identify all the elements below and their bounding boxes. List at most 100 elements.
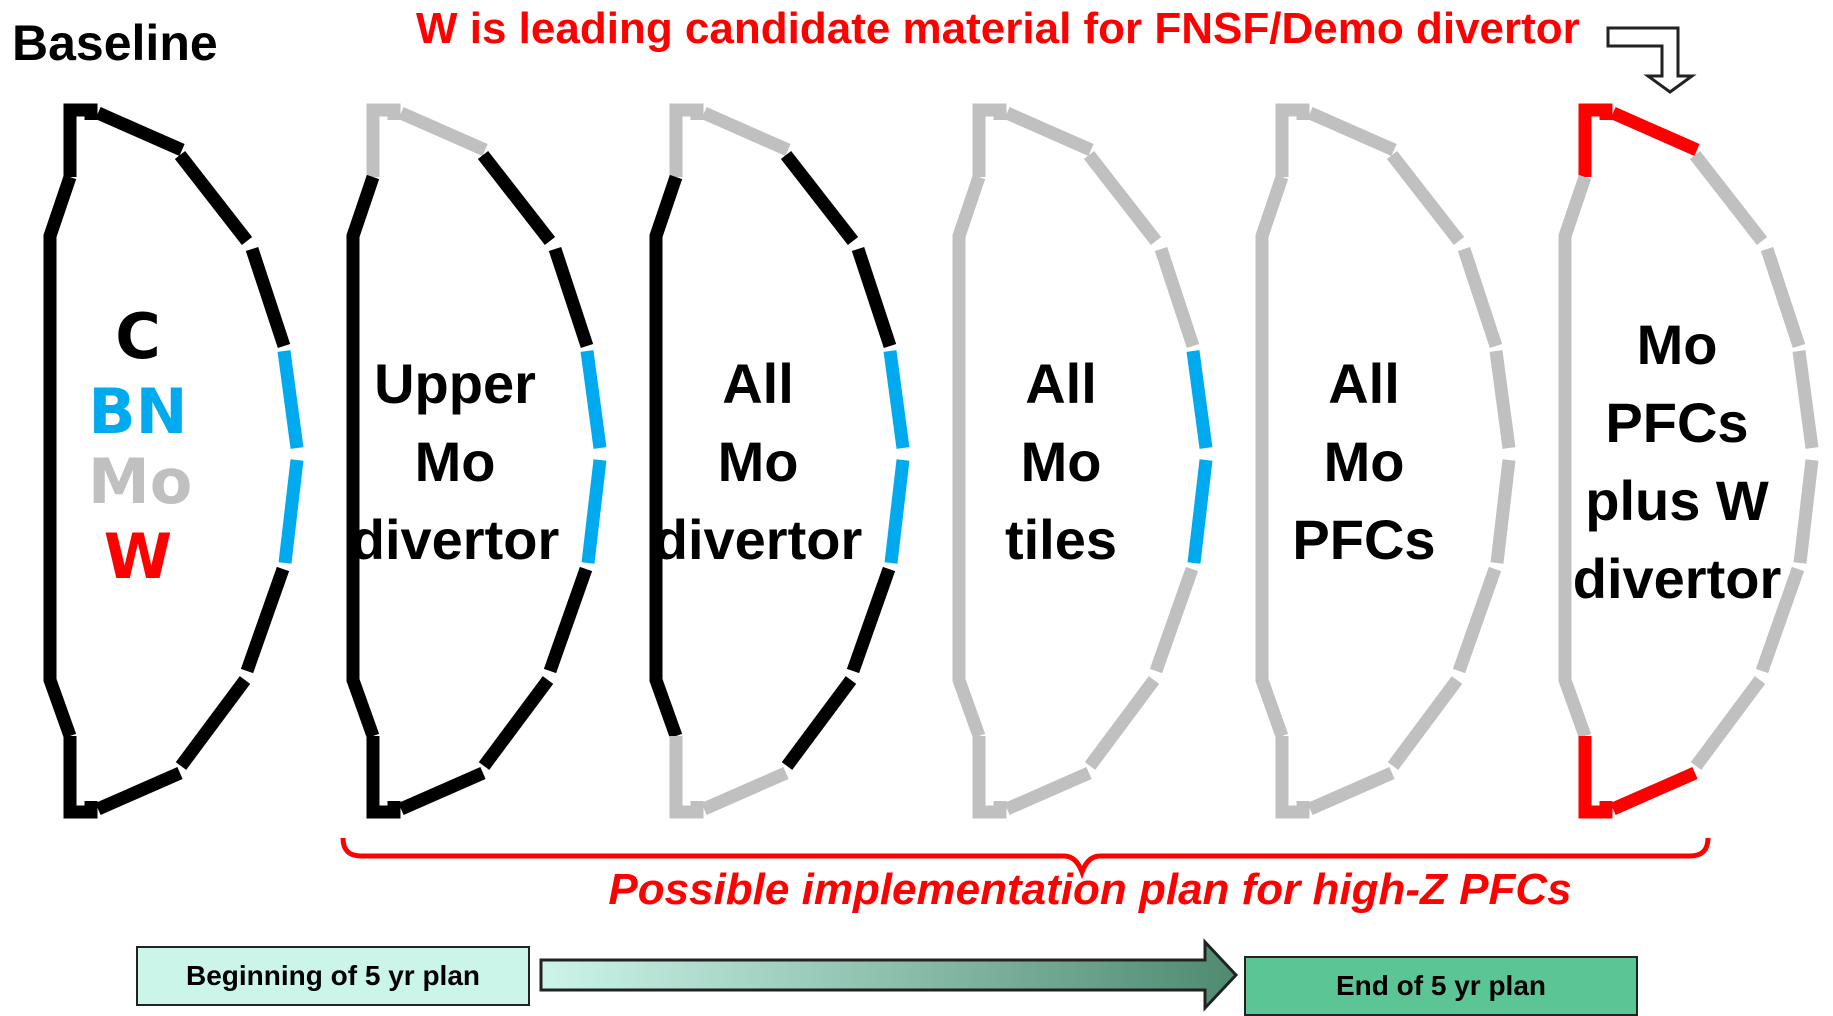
label-line: tiles [1004,508,1118,571]
wall-segment-outer-upper [548,246,594,349]
wall-segment-lower-divertor [1610,767,1698,815]
label-line: divertor [1572,547,1782,610]
timeline-end-box: End of 5 yr plan [1244,956,1638,1016]
wall-segment-outer-lower [1452,566,1502,674]
wall-segment-outer-lower [543,566,593,674]
wall-segment-upper-divertor [1578,103,1613,177]
stage-1 [43,103,304,819]
wall-segment-outer-mid [1792,350,1819,449]
headline: W is leading candidate material for FNSF… [416,4,1580,53]
legend-bn: BN [88,375,188,448]
wall-segment-lower-divertor [1275,736,1310,819]
label-line: Mo [717,430,799,493]
wall-segment-outer-mid [1793,459,1819,564]
wall-segment-outer-mid [277,350,304,449]
stage-label-all-mo-divertor: All Mo divertor [648,345,868,579]
wall-segment-lower-divertor [95,767,183,815]
wall-segment-outer-lower [478,676,554,770]
page-title: Baseline [12,15,218,71]
wall-segment-lower-divertor [63,736,98,819]
wall-segment-outer-mid [1186,350,1213,449]
wall-segment-upper-divertor [1004,107,1094,156]
label-line: Mo [414,430,496,493]
wall-segment-lower-divertor [1004,767,1092,815]
wall-segment-upper-divertor [1275,103,1310,177]
wall-segment-upper-divertor [398,107,488,156]
legend-mo: Mo [88,445,193,518]
wall-segment-outer-lower [1755,566,1805,674]
timeline-start-box: Beginning of 5 yr plan [136,946,530,1006]
stage-cross-sections [43,103,1819,819]
label-line: Mo [1020,430,1102,493]
wall-segment-center-column [346,174,380,739]
label-line: Upper [374,352,536,415]
timeline-end-label: End of 5 yr plan [1335,970,1547,1001]
wall-segment-outer-upper [477,151,556,245]
wall-segment-outer-mid [1490,459,1516,564]
wall-segment-outer-upper [851,246,897,349]
legend-c: C [115,300,161,373]
wall-segment-upper-divertor [669,103,704,177]
wall-segment-upper-divertor [972,103,1007,177]
wall-segment-outer-mid [883,350,910,449]
wall-segment-lower-divertor [701,767,789,815]
wall-segment-outer-mid [1489,350,1516,449]
stage-4 [952,103,1213,819]
wall-segment-outer-lower [175,676,251,770]
wall-segment-outer-mid [278,459,304,564]
wall-segment-upper-divertor [63,103,98,177]
label-line: PFCs [1292,508,1436,571]
wall-segment-outer-upper [1689,151,1768,245]
wall-segment-outer-lower [1084,676,1160,770]
label-line: plus W [1585,469,1769,532]
wall-segment-center-column [1558,174,1592,739]
wall-segment-outer-upper [174,151,253,245]
wall-segment-outer-mid [581,459,607,564]
wall-segment-outer-upper [1386,151,1465,245]
wall-segment-outer-mid [1187,459,1213,564]
wall-segment-center-column [1255,174,1289,739]
wall-segment-upper-divertor [1307,107,1397,156]
plan-bracket [340,837,1711,880]
label-line: Mo [1636,313,1718,376]
wall-segment-outer-lower [781,676,857,770]
timeline-start-label: Beginning of 5 yr plan [185,960,480,991]
plan-label: Possible implementation plan for high-Z … [608,865,1572,914]
wall-segment-outer-mid [884,459,910,564]
wall-segment-lower-divertor [1307,767,1395,815]
wall-segment-outer-lower [1387,676,1463,770]
label-line: divertor [350,508,560,571]
wall-segment-center-column [649,174,683,739]
stage-5 [1255,103,1516,819]
wall-segment-lower-divertor [398,767,486,815]
wall-segment-upper-divertor [95,107,185,156]
label-line: All [1328,352,1400,415]
stage-3 [649,103,910,819]
wall-segment-center-column [952,174,986,739]
wall-segment-lower-divertor [972,736,1007,819]
stage-2 [346,103,607,819]
wall-segment-lower-divertor [1578,736,1613,819]
corner-arrow-icon [1606,26,1697,94]
wall-segment-outer-mid [580,350,607,449]
timeline-arrow [539,938,1239,1012]
wall-segment-outer-upper [1457,246,1503,349]
wall-segment-outer-lower [1149,566,1199,674]
wall-segment-outer-upper [1083,151,1162,245]
wall-segment-upper-divertor [701,107,791,156]
stage-6 [1558,103,1819,819]
wall-segment-center-column [43,174,77,739]
label-line: PFCs [1605,391,1749,454]
wall-segment-lower-divertor [669,736,704,819]
label-line: All [722,352,794,415]
label-line: All [1025,352,1097,415]
stage-label-all-mo-tiles: All Mo tiles [951,345,1171,579]
wall-segment-outer-lower [240,566,290,674]
label-line: divertor [653,508,863,571]
stage-label-mo-pfcs-plus-w: Mo PFCs plus W divertor [1557,306,1797,618]
wall-segment-lower-divertor [366,736,401,819]
wall-segment-outer-upper [1760,246,1806,349]
wall-segment-outer-lower [1690,676,1766,770]
legend-w: W [103,520,173,593]
